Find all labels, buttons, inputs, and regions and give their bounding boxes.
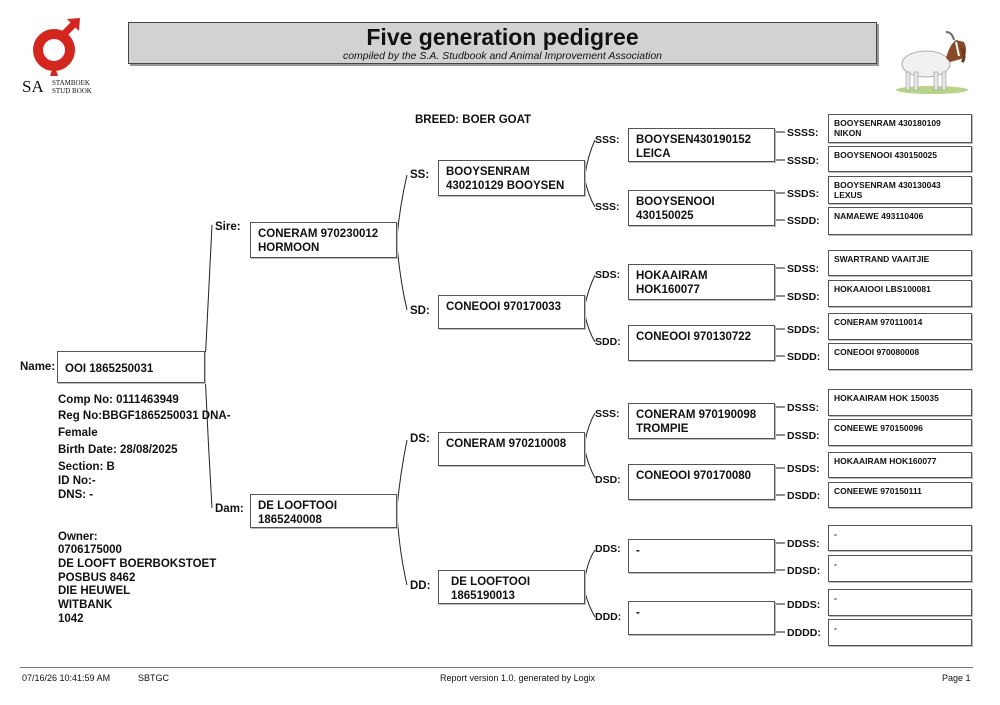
dss-label: SSS: bbox=[595, 408, 620, 420]
owner-name: DE LOOFT BOERBOKSTOET bbox=[58, 558, 217, 570]
subject-animal-box: OOI 1865250031 bbox=[57, 351, 205, 383]
sdds-box: CONERAM 970110014 bbox=[828, 313, 972, 340]
name-label: Name: bbox=[20, 361, 56, 373]
dss-box: CONERAM 970190098 TROMPIE bbox=[628, 403, 775, 439]
sss-box: BOOYSEN430190152 LEICA bbox=[628, 128, 775, 162]
dsss-label: DSSS: bbox=[787, 402, 820, 414]
logo-symbol-icon bbox=[33, 18, 80, 76]
ddd-box: - bbox=[628, 601, 775, 635]
dsdd-label: DSDD: bbox=[787, 490, 821, 502]
footer-code: SBTGC bbox=[138, 673, 170, 683]
sd-label: SD: bbox=[410, 305, 430, 317]
logo-letters: SA bbox=[22, 77, 44, 96]
footer-divider bbox=[20, 667, 973, 668]
dam-box: DE LOOFTOOI 1865240008 bbox=[250, 494, 397, 528]
sire-box: CONERAM 970230012 HORMOON bbox=[250, 222, 397, 258]
sss-label: SSS: bbox=[595, 134, 620, 146]
dam-label: Dam: bbox=[215, 503, 244, 515]
sdsd-box: HOKAAIOOI LBS100081 bbox=[828, 280, 972, 307]
ssds-box: BOOYSENRAM 430130043 LEXUS bbox=[828, 176, 972, 204]
owner-number: 0706175000 bbox=[58, 544, 122, 556]
section: Section: B bbox=[58, 461, 115, 473]
ssd-label: SSS: bbox=[595, 201, 620, 213]
birth-date: Birth Date: 28/08/2025 bbox=[58, 444, 178, 456]
dds-box: - bbox=[628, 539, 775, 573]
ddds-label: DDDS: bbox=[787, 599, 821, 611]
sds-box: HOKAAIRAM HOK160077 bbox=[628, 264, 775, 300]
comp-no: Comp No: 0111463949 bbox=[58, 394, 179, 406]
ssdd-box: NAMAEWE 493110406 bbox=[828, 207, 972, 235]
sdd-label: SDD: bbox=[595, 336, 621, 348]
reg-no: Reg No:BBGF1865250031 DNA- bbox=[58, 410, 231, 422]
ds-label: DS: bbox=[410, 433, 430, 445]
dsds-box: HOKAAIRAM HOK160077 bbox=[828, 452, 972, 478]
page-title: Five generation pedigree bbox=[366, 24, 639, 50]
sddd-label: SDDD: bbox=[787, 351, 821, 363]
ssd-box: BOOYSENOOI 430150025 bbox=[628, 190, 775, 226]
dssd-label: DSSD: bbox=[787, 430, 820, 442]
footer-report-version: Report version 1.0. generated by Logix bbox=[440, 673, 596, 683]
dsds-label: DSDS: bbox=[787, 463, 820, 475]
footer-datetime: 07/16/26 10:41:59 AM bbox=[22, 673, 111, 683]
id-no: ID No:- bbox=[58, 475, 96, 487]
ddsd-box: - bbox=[828, 555, 972, 582]
ss-label: SS: bbox=[410, 169, 430, 181]
footer-page-number: Page 1 bbox=[942, 673, 971, 683]
ddd-label: DDD: bbox=[595, 611, 622, 623]
sa-studbook-logo: SA STAMBOEK STUD BOOK bbox=[22, 14, 112, 102]
dssd-box: CONEEWE 970150096 bbox=[828, 419, 972, 446]
breed-label: BREED: BOER GOAT bbox=[415, 114, 532, 126]
page-subtitle: compiled by the S.A. Studbook and Animal… bbox=[342, 50, 663, 62]
sex: Female bbox=[58, 427, 98, 439]
owner-address-1: POSBUS 8462 bbox=[58, 572, 136, 584]
dsd-label: DSD: bbox=[595, 474, 621, 486]
dd-label: DD: bbox=[410, 580, 431, 592]
sssd-label: SSSD: bbox=[787, 155, 820, 167]
dddd-box: - bbox=[828, 619, 972, 646]
ddss-box: - bbox=[828, 525, 972, 551]
dds-label: DDS: bbox=[595, 543, 621, 555]
sdss-box: SWARTRAND VAAITJIE bbox=[828, 250, 972, 276]
ssss-box: BOOYSENRAM 430180109 NIKON bbox=[828, 114, 972, 143]
logo-line-1: STAMBOEK bbox=[52, 79, 90, 87]
dsss-box: HOKAAIRAM HOK 150035 bbox=[828, 389, 972, 416]
sssd-box: BOOYSENOOI 430150025 bbox=[828, 146, 972, 172]
sdd-box: CONEOOI 970130722 bbox=[628, 325, 775, 361]
dddd-label: DDDD: bbox=[787, 627, 821, 639]
title-banner: Five generation pedigree compiled by the… bbox=[128, 22, 877, 64]
owner-label: Owner: bbox=[58, 531, 98, 543]
sddd-box: CONEOOI 970080008 bbox=[828, 343, 972, 370]
ds-box: CONERAM 970210008 bbox=[438, 432, 585, 466]
sdds-label: SDDS: bbox=[787, 324, 820, 336]
ss-box: BOOYSENRAM 430210129 BOOYSEN bbox=[438, 160, 585, 196]
sd-box: CONEOOI 970170033 bbox=[438, 295, 585, 329]
sds-label: SDS: bbox=[595, 269, 621, 281]
dns: DNS: - bbox=[58, 489, 94, 501]
logo-line-2: STUD BOOK bbox=[52, 87, 92, 95]
dsdd-box: CONEEWE 970150111 bbox=[828, 482, 972, 508]
owner-postal-code: 1042 bbox=[58, 613, 84, 625]
ssss-label: SSSS: bbox=[787, 127, 819, 139]
sdsd-label: SDSD: bbox=[787, 291, 820, 303]
owner-address-3: WITBANK bbox=[58, 599, 113, 611]
sire-label: Sire: bbox=[215, 221, 241, 233]
sdss-label: SDSS: bbox=[787, 263, 820, 275]
ssds-label: SSDS: bbox=[787, 188, 820, 200]
ddss-label: DDSS: bbox=[787, 538, 820, 550]
ddds-box: - bbox=[828, 589, 972, 616]
boer-goat-image bbox=[896, 31, 968, 94]
owner-address-2: DIE HEUWEL bbox=[58, 585, 131, 597]
ddsd-label: DDSD: bbox=[787, 565, 821, 577]
dd-box: DE LOOFTOOI 1865190013 bbox=[438, 570, 585, 604]
ssdd-label: SSDD: bbox=[787, 215, 820, 227]
dsd-box: CONEOOI 970170080 bbox=[628, 464, 775, 500]
